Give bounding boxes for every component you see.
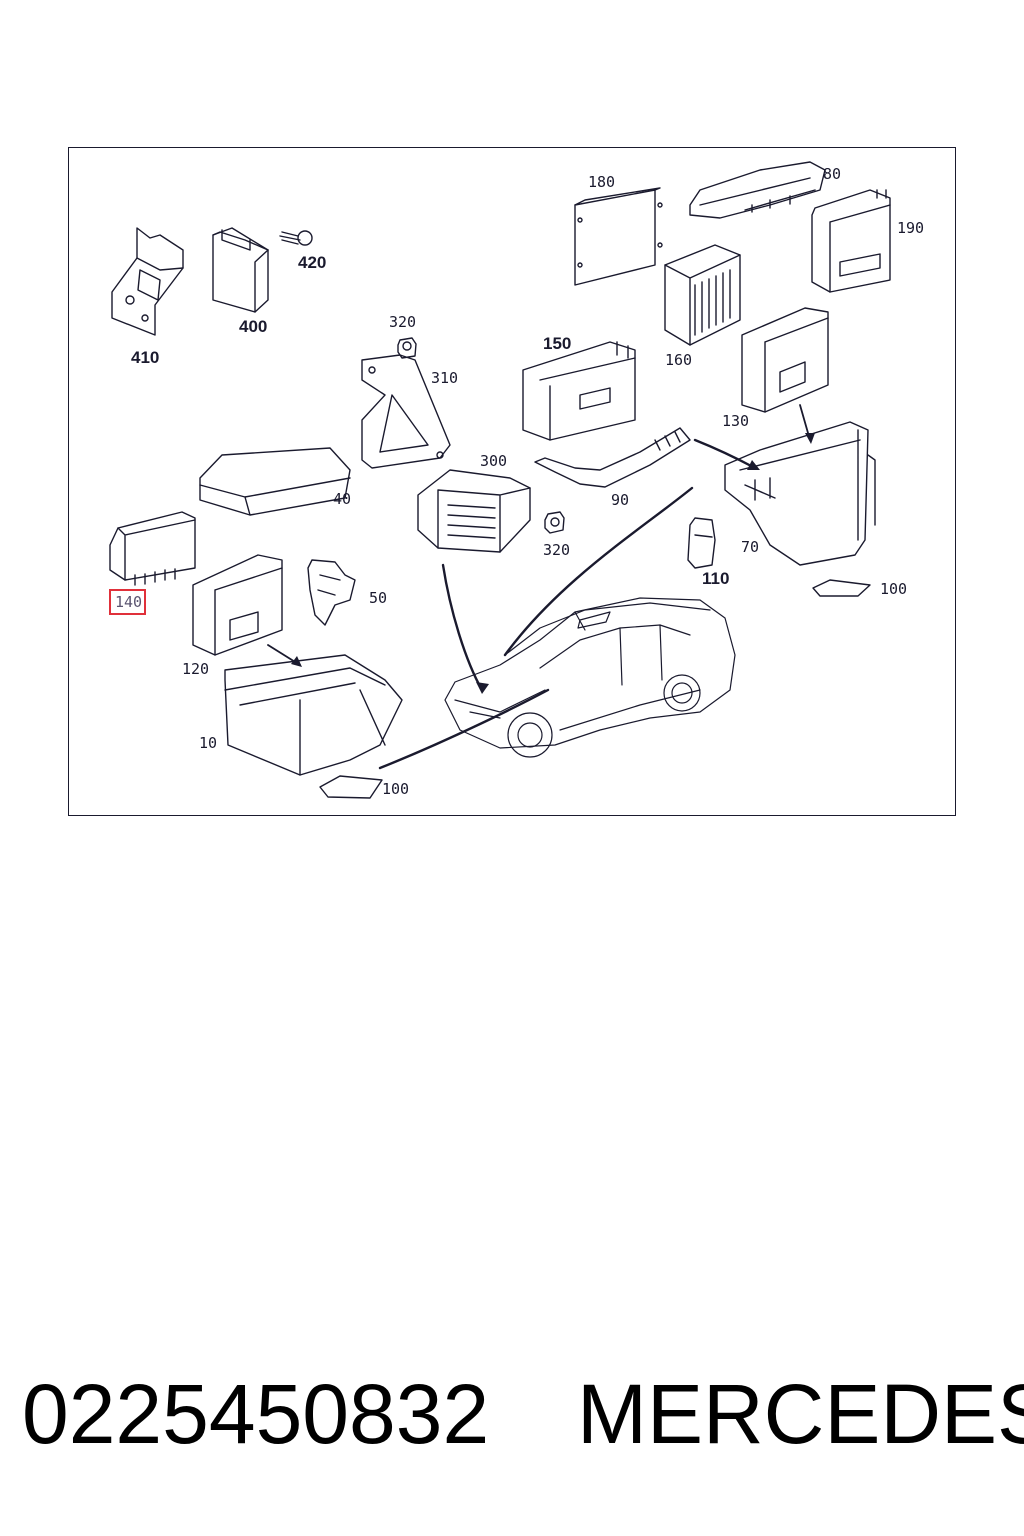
part-130-module bbox=[741, 307, 829, 413]
part-420-screw bbox=[279, 230, 313, 246]
diagram-frame bbox=[68, 147, 956, 816]
label-100-bottom: 100 bbox=[382, 780, 410, 798]
label-50: 50 bbox=[369, 589, 388, 607]
label-180: 180 bbox=[588, 173, 616, 191]
part-300-ecu bbox=[417, 469, 531, 553]
part-160-amplifier bbox=[664, 244, 741, 346]
part-320-nut-bottom bbox=[544, 511, 565, 534]
label-120: 120 bbox=[182, 660, 210, 678]
label-100-right: 100 bbox=[880, 580, 908, 598]
label-420: 420 bbox=[298, 253, 327, 272]
label-300: 300 bbox=[480, 452, 508, 470]
part-50-holder bbox=[307, 559, 356, 626]
part-190-module bbox=[811, 189, 891, 293]
label-40: 40 bbox=[333, 490, 352, 508]
label-90: 90 bbox=[611, 491, 630, 509]
part-number: 0225450832 bbox=[22, 1367, 490, 1461]
label-400: 400 bbox=[239, 317, 268, 336]
part-410-bracket bbox=[111, 227, 184, 336]
label-160: 160 bbox=[665, 351, 693, 369]
part-400-module bbox=[212, 227, 269, 313]
highlight-box-140 bbox=[109, 589, 146, 615]
part-120-module bbox=[192, 554, 283, 656]
brand-name: MERCEDES bbox=[577, 1367, 1024, 1461]
part-310-bracket bbox=[361, 354, 451, 469]
part-80-unit bbox=[689, 161, 826, 219]
part-180-module bbox=[574, 187, 663, 286]
label-140: 140 bbox=[115, 593, 143, 611]
part-70-box bbox=[724, 421, 876, 566]
label-70: 70 bbox=[741, 538, 760, 556]
label-150: 150 bbox=[543, 334, 572, 353]
label-130: 130 bbox=[722, 412, 750, 430]
part-100-pad-right bbox=[812, 579, 871, 597]
part-150-module bbox=[522, 341, 636, 441]
label-320-top: 320 bbox=[389, 313, 417, 331]
label-110: 110 bbox=[702, 569, 730, 588]
part-140-module bbox=[109, 511, 196, 586]
part-100-pad-bottom bbox=[319, 775, 383, 799]
part-320-nut-top bbox=[397, 337, 417, 359]
car-illustration bbox=[444, 597, 736, 758]
part-110-relay bbox=[687, 517, 716, 569]
part-40-cover bbox=[199, 447, 351, 516]
label-190: 190 bbox=[897, 219, 925, 237]
part-90-duct bbox=[534, 427, 691, 488]
arrow-heads bbox=[291, 433, 815, 694]
label-10: 10 bbox=[199, 734, 218, 752]
pointer-arrows bbox=[267, 404, 811, 770]
label-80: 80 bbox=[823, 165, 842, 183]
label-310: 310 bbox=[431, 369, 459, 387]
label-320-bottom: 320 bbox=[543, 541, 571, 559]
part-10-box bbox=[224, 654, 403, 776]
label-410: 410 bbox=[131, 348, 160, 367]
